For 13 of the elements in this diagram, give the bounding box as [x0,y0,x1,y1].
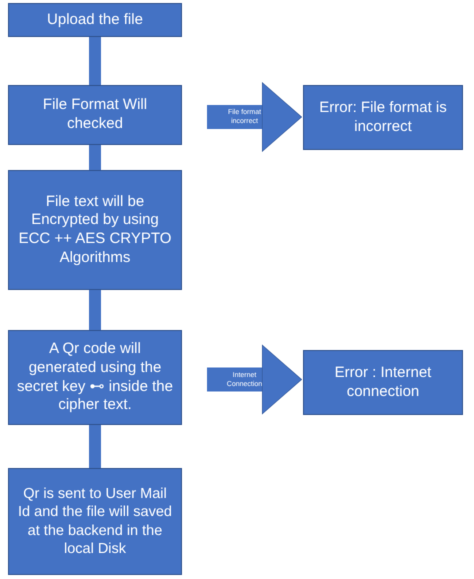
connector-bar [89,425,101,468]
process-box: Error : Internet connection [303,350,463,415]
connector-bar [89,290,101,330]
process-box: File text will be Encrypted by using ECC ++ AES CRYPTO Algorithms [8,170,182,290]
process-box: Error: File format is incorrect [303,85,463,150]
block-arrow [207,344,302,414]
connector-bar [89,37,101,85]
process-box: Qr is sent to User Mail Id and the file will saved at the backend in the local Disk [8,468,182,575]
block-arrow [207,82,302,152]
process-box: A Qr code will generated using the secret key ⊷ inside the cipher text. [8,330,182,425]
connector-bar [89,145,101,170]
process-box: Upload the file [8,3,182,37]
process-box: File Format Will checked [8,85,182,145]
